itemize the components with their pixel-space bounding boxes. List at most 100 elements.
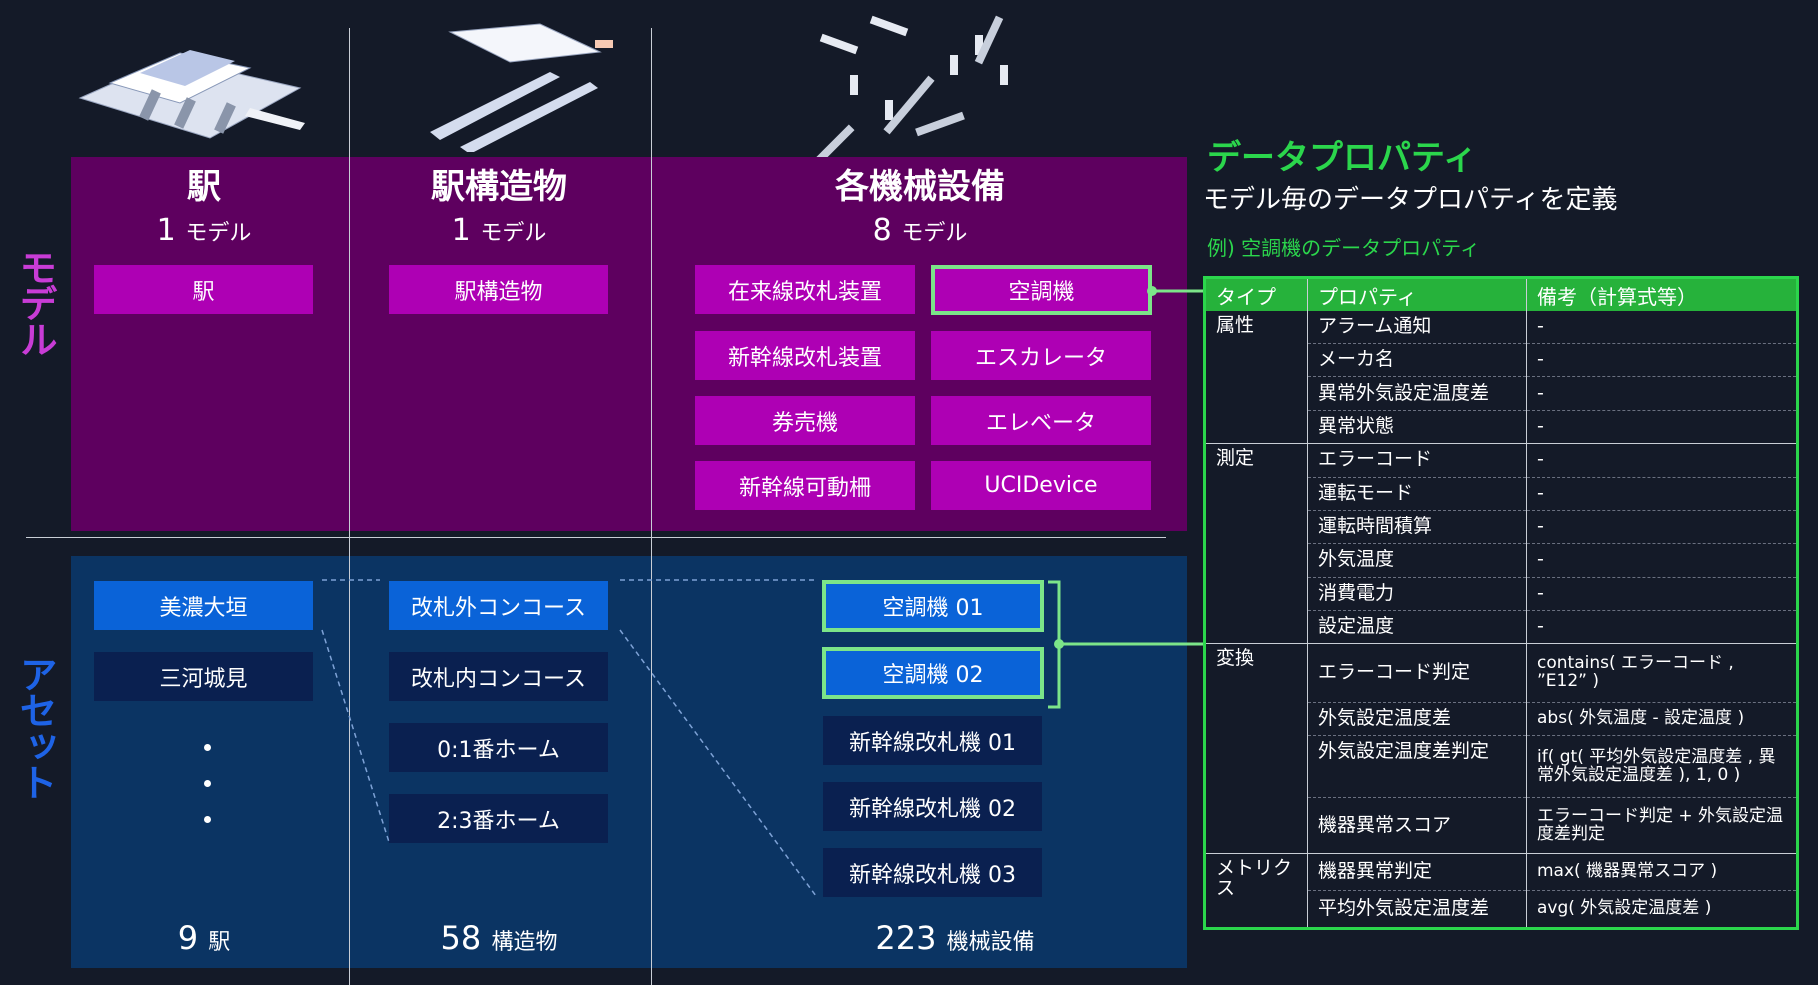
property-cell: エラーコード判定: [1307, 643, 1527, 703]
property-cell: 外気設定温度差: [1307, 702, 1527, 737]
asset-shinkansen-gate[interactable]: 新幹線改札機 01: [823, 716, 1042, 765]
total-unit: 駅: [208, 930, 231, 955]
header-property: プロパティ: [1307, 277, 1527, 311]
property-cell: エラーコード: [1307, 443, 1527, 478]
data-property-subtitle: モデル毎のデータプロパティを定義: [1203, 185, 1618, 215]
total-stations: 9 駅: [94, 922, 314, 954]
column-unit: モデル: [185, 221, 252, 246]
station-3d-illustration: [78, 50, 305, 139]
column-count: 8: [872, 213, 892, 248]
column-count: 1: [156, 213, 176, 248]
asset-air-conditioner[interactable]: 空調機 02: [822, 647, 1044, 699]
model-platform-gate[interactable]: 新幹線可動柵: [695, 461, 915, 510]
column-header-structure: 駅構造物 1 モデル: [389, 170, 609, 246]
table-header-row: タイプ プロパティ 備考（計算式等）: [1204, 277, 1798, 311]
model-escalator[interactable]: エスカレータ: [931, 331, 1151, 380]
property-cell: 機器異常スコア: [1307, 797, 1527, 855]
column-divider: [349, 28, 350, 985]
model-row-label: モデル: [13, 248, 57, 356]
table-row: 外気温度 -: [1205, 543, 1798, 578]
property-cell: 外気温度: [1307, 543, 1527, 578]
note-cell: contains( エラーコード , ”E12” ): [1526, 643, 1798, 703]
column-title: 各機械設備: [835, 167, 1005, 207]
note-cell: エラーコード判定 + 外気設定温度差判定: [1526, 797, 1798, 855]
header-note: 備考（計算式等）: [1526, 277, 1798, 311]
equipment-3d-illustration: [813, 15, 1008, 160]
property-cell: 外気設定温度差判定: [1307, 735, 1527, 799]
note-cell: -: [1526, 343, 1798, 378]
note-cell: -: [1526, 376, 1798, 411]
property-cell: 運転時間積算: [1307, 510, 1527, 545]
data-property-table: タイプ プロパティ 備考（計算式等） 属性 アラーム通知 - メーカ名 - 異常…: [1203, 276, 1799, 930]
note-cell: -: [1526, 311, 1798, 345]
table-row: メトリクス 機器異常判定 max( 機器異常スコア ): [1205, 853, 1798, 898]
type-cell: 属性: [1204, 311, 1308, 445]
total-count: 223: [875, 919, 937, 957]
table-row: 属性 アラーム通知 -: [1204, 311, 1798, 445]
note-cell: -: [1526, 610, 1798, 645]
property-cell: 平均外気設定温度差: [1307, 890, 1527, 929]
total-structures: 58 構造物: [389, 922, 609, 954]
type-cell: メトリクス: [1216, 857, 1293, 900]
property-cell: 異常外気設定温度差: [1307, 376, 1527, 411]
total-count: 9: [177, 919, 199, 957]
note-cell: abs( 外気温度 - 設定温度 ): [1526, 702, 1798, 737]
row-divider: [26, 537, 1166, 538]
note-cell: avg( 外気設定温度差 ): [1526, 890, 1798, 929]
note-cell: -: [1526, 543, 1798, 578]
asset-station[interactable]: 三河城見: [94, 652, 313, 701]
table-row: 運転時間積算 -: [1205, 510, 1798, 545]
model-ucidevice[interactable]: UCIDevice: [931, 461, 1151, 510]
asset-shinkansen-gate[interactable]: 新幹線改札機 02: [823, 782, 1042, 831]
asset-structure[interactable]: 2:3番ホーム: [389, 794, 608, 843]
total-equipment: 223 機械設備: [830, 922, 1080, 954]
property-cell: 運転モード: [1307, 477, 1527, 511]
asset-row-label: アセット: [13, 655, 57, 799]
note-cell: max( 機器異常スコア ): [1526, 853, 1798, 891]
note-cell: -: [1526, 410, 1798, 445]
column-count: 1: [451, 213, 471, 248]
model-structure[interactable]: 駅構造物: [389, 265, 608, 314]
ellipsis-dot: [204, 744, 211, 751]
note-cell: -: [1526, 443, 1798, 478]
note-cell: if( gt( 平均外気設定温度差 , 異常外気設定温度差 ), 1, 0 ): [1526, 735, 1798, 799]
table-row: 測定 エラーコード -: [1204, 443, 1798, 645]
column-header-equipment: 各機械設備 8 モデル: [790, 170, 1050, 246]
column-title: 駅構造物: [431, 167, 567, 207]
asset-structure[interactable]: 改札内コンコース: [389, 652, 608, 701]
data-property-example-label: 例) 空調機のデータプロパティ: [1207, 236, 1480, 260]
property-cell: 消費電力: [1307, 577, 1527, 611]
type-cell: 測定: [1204, 443, 1308, 645]
type-cell: 変換: [1204, 643, 1308, 855]
model-elevator[interactable]: エレベータ: [931, 396, 1151, 445]
structure-3d-illustration: [430, 23, 613, 152]
ellipsis-dot: [204, 816, 211, 823]
table-row: 外気設定温度差判定 if( gt( 平均外気設定温度差 , 異常外気設定温度差 …: [1205, 735, 1798, 799]
asset-station[interactable]: 美濃大垣: [94, 581, 313, 630]
asset-air-conditioner[interactable]: 空調機 01: [822, 580, 1044, 632]
table-row: 異常外気設定温度差 -: [1205, 376, 1798, 411]
model-shinkansen-gate[interactable]: 新幹線改札装置: [695, 331, 915, 380]
model-station[interactable]: 駅: [94, 265, 313, 314]
column-header-station: 駅 1 モデル: [94, 170, 314, 246]
asset-structure[interactable]: 改札外コンコース: [389, 581, 608, 630]
column-unit: モデル: [901, 221, 968, 246]
column-divider: [651, 28, 652, 985]
table-row: メーカ名 -: [1205, 343, 1798, 378]
table-row: 平均外気設定温度差 avg( 外気設定温度差 ): [1205, 890, 1798, 929]
model-ticket-machine[interactable]: 券売機: [695, 396, 915, 445]
property-cell: 機器異常判定: [1307, 853, 1527, 891]
property-cell: メーカ名: [1307, 343, 1527, 378]
table-row: 設定温度 -: [1205, 610, 1798, 645]
model-conventional-gate[interactable]: 在来線改札装置: [695, 265, 915, 314]
asset-structure[interactable]: 0:1番ホーム: [389, 723, 608, 772]
total-unit: 機械設備: [946, 930, 1035, 955]
note-cell: -: [1526, 510, 1798, 545]
model-air-conditioner[interactable]: 空調機: [931, 265, 1152, 315]
table-row: 消費電力 -: [1205, 577, 1798, 611]
property-cell: アラーム通知: [1307, 311, 1527, 345]
property-cell: 設定温度: [1307, 610, 1527, 645]
asset-shinkansen-gate[interactable]: 新幹線改札機 03: [823, 848, 1042, 897]
property-cell: 異常状態: [1307, 410, 1527, 445]
